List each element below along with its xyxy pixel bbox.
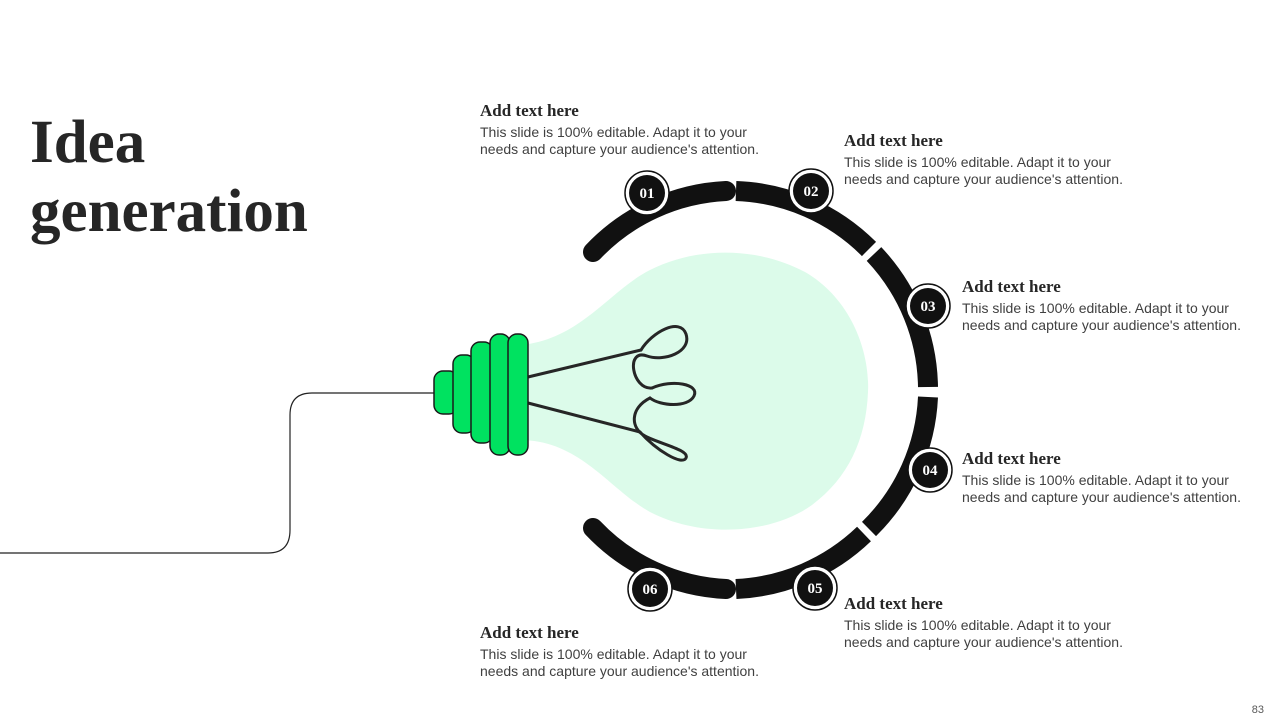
slide-title: Idea generation: [30, 109, 308, 245]
step-badge-02: 02: [788, 168, 834, 214]
step-text-06: Add text here This slide is 100% editabl…: [480, 622, 780, 680]
step-body: This slide is 100% editable. Adapt it to…: [480, 646, 759, 679]
step-heading: Add text here: [480, 101, 579, 120]
step-text-03: Add text here This slide is 100% editabl…: [962, 276, 1262, 334]
bulb-cord: [0, 392, 436, 554]
step-body: This slide is 100% editable. Adapt it to…: [844, 617, 1123, 650]
bulb-filament: [526, 325, 697, 462]
step-number: 01: [640, 186, 655, 202]
step-heading: Add text here: [844, 594, 943, 613]
step-text-02: Add text here This slide is 100% editabl…: [844, 130, 1144, 188]
step-number: 03: [921, 299, 936, 315]
step-body: This slide is 100% editable. Adapt it to…: [962, 472, 1241, 505]
step-number: 02: [804, 184, 819, 200]
step-heading: Add text here: [962, 277, 1061, 296]
step-badge-03: 03: [905, 283, 951, 329]
page-number: 83: [1251, 704, 1264, 716]
step-body: This slide is 100% editable. Adapt it to…: [962, 300, 1241, 333]
step-heading: Add text here: [962, 449, 1061, 468]
step-text-01: Add text here This slide is 100% editabl…: [480, 100, 780, 158]
step-badge-06: 06: [627, 566, 673, 612]
step-badge-05: 05: [792, 565, 838, 611]
step-number: 05: [808, 581, 823, 597]
step-text-04: Add text here This slide is 100% editabl…: [962, 448, 1262, 506]
bulb-base: [433, 333, 529, 456]
step-body: This slide is 100% editable. Adapt it to…: [480, 124, 759, 157]
step-heading: Add text here: [480, 623, 579, 642]
step-text-05: Add text here This slide is 100% editabl…: [844, 593, 1144, 651]
step-heading: Add text here: [844, 131, 943, 150]
step-number: 04: [923, 463, 939, 479]
step-badge-04: 04: [907, 447, 953, 493]
step-number: 06: [643, 582, 659, 598]
step-body: This slide is 100% editable. Adapt it to…: [844, 154, 1123, 187]
step-badge-01: 01: [624, 170, 670, 216]
